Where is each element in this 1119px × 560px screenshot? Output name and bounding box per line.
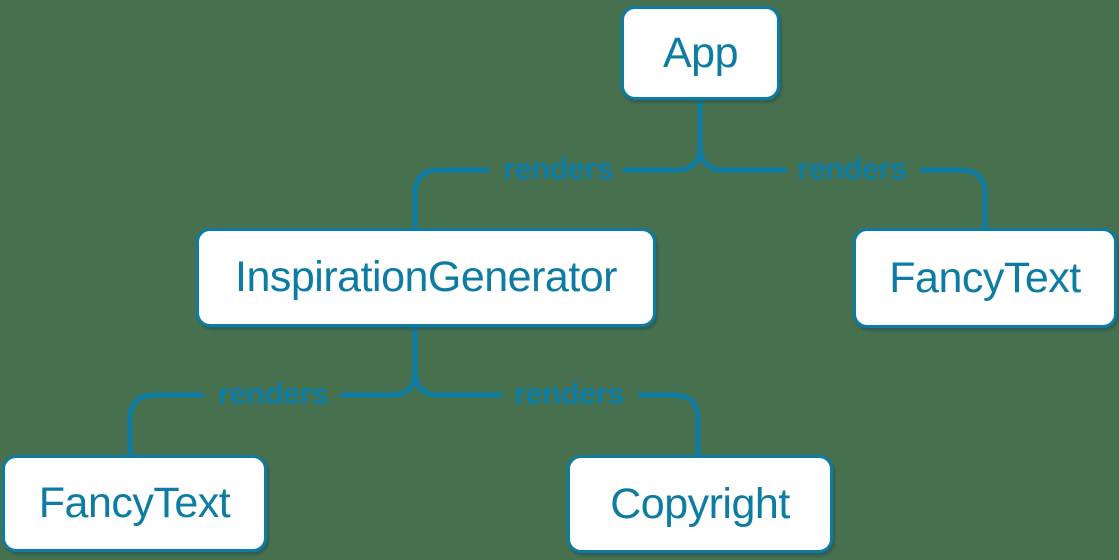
node-copyright-label: Copyright <box>610 479 790 528</box>
node-fancy-text-right-label: FancyText <box>889 253 1081 302</box>
connector-inspirationgenerator-to-copyright-left-segment <box>412 368 503 398</box>
node-fancy-text-left-label: FancyText <box>38 479 231 527</box>
connector-inspirationgenerator-to-fancytext-left-segment <box>127 392 205 462</box>
node-inspiration-generator-label: InspirationGenerator <box>235 253 618 301</box>
edge-label-renders-app-inspirationgenerator: renders <box>502 150 614 186</box>
node-inspiration-generator: InspirationGenerator <box>196 228 656 327</box>
node-app: App <box>621 6 780 100</box>
node-fancy-text-left: FancyText <box>2 455 267 552</box>
edge-label-renders-app-fancytext: renders <box>796 150 908 186</box>
connector-inspirationgenerator-to-fancytext-right-segment <box>339 324 418 398</box>
connector-app-to-inspirationgenerator-left-segment <box>412 167 490 235</box>
edge-label-renders-inspirationgenerator-copyright: renders <box>513 375 625 411</box>
node-app-label: App <box>662 28 739 77</box>
node-copyright: Copyright <box>567 455 833 553</box>
connector-app-to-fancytext-left-segment <box>697 143 788 173</box>
node-fancy-text-right: FancyText <box>853 228 1117 328</box>
edge-label-renders-inspirationgenerator-fancytext: renders <box>217 375 329 411</box>
connector-inspirationgenerator-to-copyright-right-segment <box>637 392 701 462</box>
connector-app-to-fancytext-right-segment <box>919 167 988 237</box>
connector-app-to-inspirationgenerator-right-segment <box>622 97 703 173</box>
